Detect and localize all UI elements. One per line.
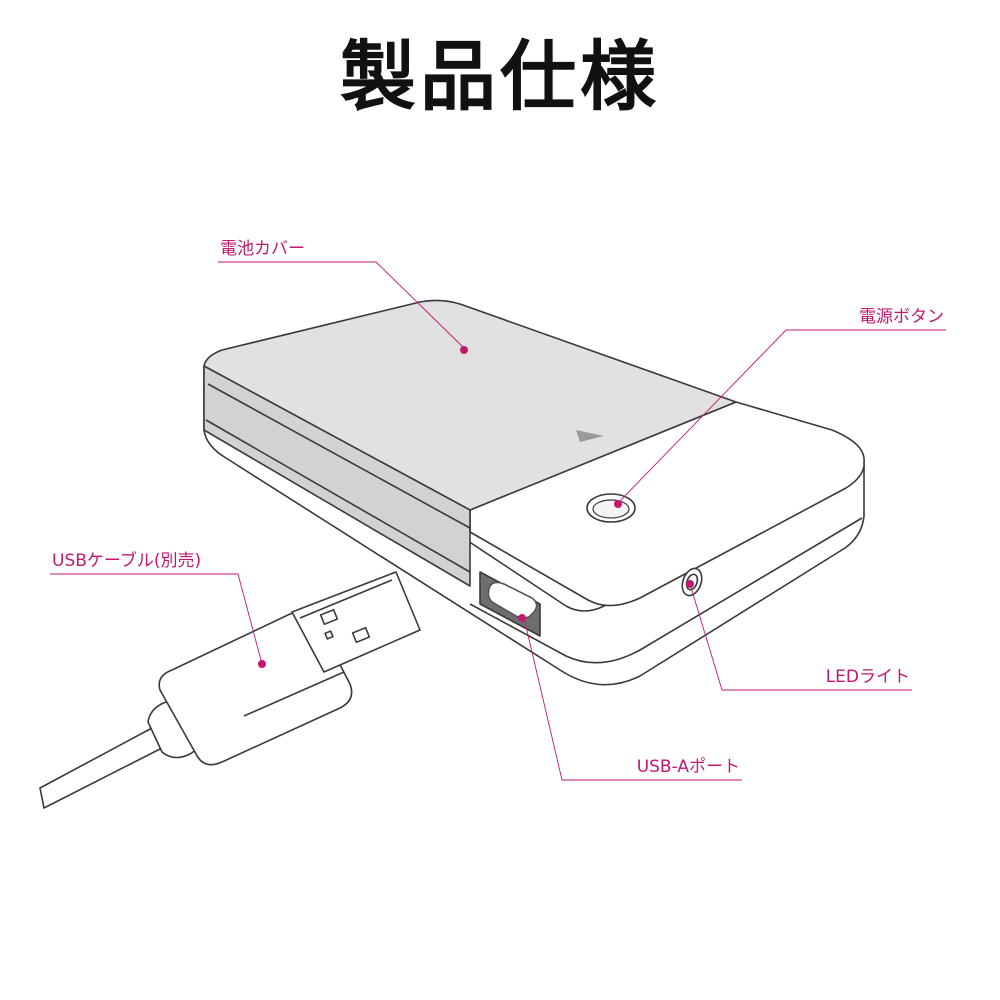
device-seam-upper [207, 383, 471, 532]
callout-dots [258, 346, 694, 668]
usb-plug-housing [158, 610, 353, 766]
power-button-inner [592, 499, 630, 519]
usb-plug-connector-side [299, 579, 393, 619]
usb-plug-hole-3 [324, 630, 334, 640]
usb-cable-dot [258, 660, 266, 668]
battery-cover-dot [460, 346, 468, 354]
usb-a-port-label: USB-Aポート [637, 757, 740, 777]
battery-cover-side [203, 365, 471, 587]
usb-a-port-dot [518, 614, 526, 622]
usb-a-port-tongue [487, 581, 538, 619]
power-button-dot [614, 500, 622, 508]
usb-plug-connector [291, 571, 421, 673]
battery-cover-label: 電池カバー [220, 239, 305, 259]
callouts [50, 261, 946, 781]
device-seam-lower [469, 517, 863, 664]
page-title: 製品仕様 [340, 32, 660, 121]
device-body-front [203, 365, 865, 686]
battery-cover-panel [203, 299, 737, 511]
device-seam-front [205, 419, 471, 573]
usb-plug-hole-1 [319, 608, 339, 626]
usb-cable-label: USBケーブル(別売) [52, 550, 201, 571]
led-light-label: LEDライト [826, 667, 910, 687]
usb-plug-hole-2 [351, 626, 371, 644]
led-light-dot [686, 580, 694, 588]
slide-arrow-icon [576, 430, 604, 442]
power-bank-device [203, 299, 865, 686]
usb-cable [39, 571, 421, 809]
usb-a-port-leader-line [523, 617, 742, 781]
power-button-label: 電源ボタン [859, 307, 944, 327]
device-top-white [469, 401, 865, 607]
power-button-leader-line [617, 329, 946, 504]
usb-plug-housing-edge [243, 671, 345, 717]
battery-cover-leader-line [218, 261, 465, 349]
usb-cable-cord [39, 727, 163, 809]
usb-cable-leader-line [50, 573, 263, 665]
led-light-leader-line [689, 583, 912, 691]
